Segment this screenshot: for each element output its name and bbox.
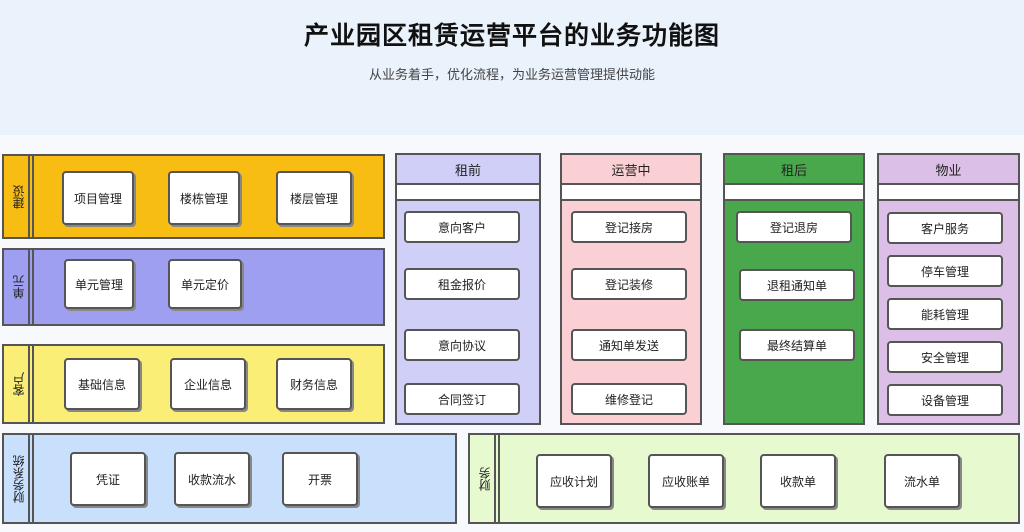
row-construction-label-area: 建设 xyxy=(4,156,34,237)
row-unit-label: 单元 xyxy=(11,275,26,299)
row-customer: 客户 基础信息 企业信息 财务信息 xyxy=(2,344,385,424)
header-banner: 产业园区租赁运营平台的业务功能图 从业务着手，优化流程，为业务运营管理提供动能 xyxy=(0,0,1024,135)
operating-item-repair[interactable]: 维修登记 xyxy=(571,383,687,415)
row-unit: 单元 单元管理 单元定价 xyxy=(2,248,385,326)
column-property-strip xyxy=(879,185,1018,201)
column-property: 物业 客户服务 停车管理 能耗管理 安全管理 设备管理 xyxy=(877,153,1020,425)
row-customer-label: 客户 xyxy=(11,372,26,396)
post-lease-item-settlement[interactable]: 最终结算单 xyxy=(739,329,855,361)
page-title: 产业园区租赁运营平台的业务功能图 xyxy=(303,21,720,50)
construction-item-building[interactable]: 楼栋管理 xyxy=(168,171,240,225)
post-lease-item-termination-notice[interactable]: 退租通知单 xyxy=(739,269,855,301)
construction-item-project[interactable]: 项目管理 xyxy=(62,171,134,225)
column-operating-title: 运营中 xyxy=(562,155,700,185)
property-item-energy[interactable]: 能耗管理 xyxy=(887,298,1003,330)
customer-item-basic[interactable]: 基础信息 xyxy=(64,358,140,410)
column-pre-lease: 租前 意向客户 租金报价 意向协议 合同签订 xyxy=(395,153,541,425)
page-subtitle: 从业务着手，优化流程，为业务运营管理提供动能 xyxy=(368,68,655,83)
finance-item-statement[interactable]: 流水单 xyxy=(884,454,960,508)
post-lease-item-checkout[interactable]: 登记退房 xyxy=(736,211,852,243)
row-construction: 建设 项目管理 楼栋管理 楼层管理 xyxy=(2,154,385,239)
property-item-parking[interactable]: 停车管理 xyxy=(887,255,1003,287)
row-finance-system-label-area: 财务系统 xyxy=(4,435,34,522)
operating-item-notice[interactable]: 通知单发送 xyxy=(571,329,687,361)
property-item-customer-service[interactable]: 客户服务 xyxy=(887,212,1003,244)
column-pre-lease-title: 租前 xyxy=(397,155,539,185)
row-finance-label: 财务 xyxy=(477,466,492,491)
pre-lease-item-quote[interactable]: 租金报价 xyxy=(404,268,520,300)
operating-item-checkin[interactable]: 登记接房 xyxy=(571,211,687,243)
finance-item-receivable-plan[interactable]: 应收计划 xyxy=(536,454,612,508)
row-finance-label-area: 财务 xyxy=(470,435,500,522)
row-finance-system: 财务系统 凭证 收款流水 开票 xyxy=(2,433,457,524)
customer-item-enterprise[interactable]: 企业信息 xyxy=(170,358,246,410)
row-customer-label-area: 客户 xyxy=(4,346,34,422)
pre-lease-item-agreement[interactable]: 意向协议 xyxy=(404,329,520,361)
unit-item-management[interactable]: 单元管理 xyxy=(64,259,134,309)
pre-lease-item-contract[interactable]: 合同签订 xyxy=(404,383,520,415)
column-post-lease-strip xyxy=(725,185,863,201)
column-property-title: 物业 xyxy=(879,155,1018,185)
column-pre-lease-strip xyxy=(397,185,539,201)
property-item-equipment[interactable]: 设备管理 xyxy=(887,384,1003,416)
finance-item-receivable-bill[interactable]: 应收账单 xyxy=(648,454,724,508)
finance-system-item-voucher[interactable]: 凭证 xyxy=(70,452,146,506)
construction-item-floor[interactable]: 楼层管理 xyxy=(276,171,352,225)
row-unit-label-area: 单元 xyxy=(4,250,34,324)
operating-item-renovation[interactable]: 登记装修 xyxy=(571,268,687,300)
pre-lease-item-intent-customer[interactable]: 意向客户 xyxy=(404,211,520,243)
finance-system-item-receipts[interactable]: 收款流水 xyxy=(174,452,250,506)
customer-item-finance[interactable]: 财务信息 xyxy=(276,358,352,410)
unit-item-pricing[interactable]: 单元定价 xyxy=(168,259,242,309)
column-operating: 运营中 登记接房 登记装修 通知单发送 维修登记 xyxy=(560,153,702,425)
column-operating-strip xyxy=(562,185,700,201)
column-post-lease: 租后 登记退房 退租通知单 最终结算单 xyxy=(723,153,865,425)
row-construction-label: 建设 xyxy=(11,184,26,209)
property-item-safety[interactable]: 安全管理 xyxy=(887,341,1003,373)
finance-system-item-invoice[interactable]: 开票 xyxy=(282,452,358,506)
row-finance-system-label: 财务系统 xyxy=(11,454,26,503)
column-post-lease-title: 租后 xyxy=(725,155,863,185)
finance-item-receipt[interactable]: 收款单 xyxy=(760,454,836,508)
row-finance: 财务 应收计划 应收账单 收款单 流水单 xyxy=(468,433,1020,524)
